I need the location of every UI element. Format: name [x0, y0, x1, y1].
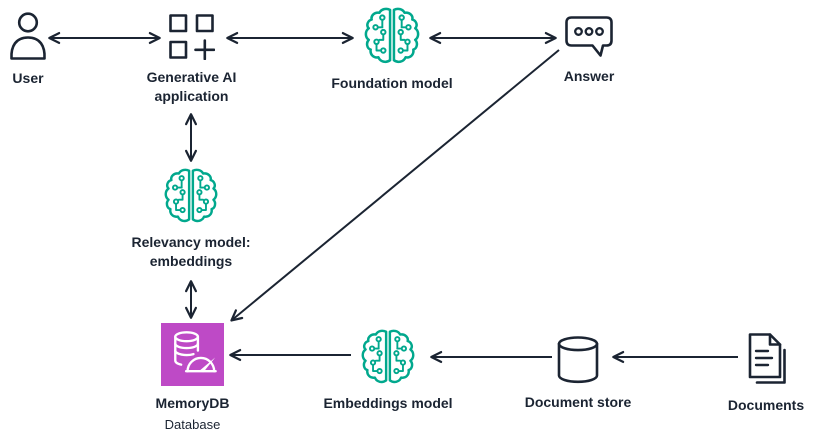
- node-document-store: Document store: [525, 335, 631, 410]
- node-label: Generative AI application: [146, 69, 237, 104]
- node-label: Answer: [563, 68, 615, 84]
- ai-brain-circuit-icon: [362, 6, 422, 66]
- node-label: Embeddings model: [323, 395, 453, 411]
- node-label: Foundation model: [331, 75, 453, 91]
- node-label: Document store: [524, 394, 632, 410]
- node-foundation-model: Foundation model: [331, 6, 453, 91]
- chat-bubble-icon: [565, 16, 613, 57]
- application-grid-plus-icon: [169, 14, 216, 61]
- node-documents: Documents: [728, 332, 804, 413]
- ai-brain-circuit-icon: [359, 328, 417, 386]
- documents-icon: [748, 333, 786, 384]
- memorydb-gauge-database-icon: [161, 323, 224, 386]
- node-label: MemoryDB Database: [155, 395, 230, 432]
- node-relevancy-model: Relevancy model: embeddings: [131, 167, 251, 269]
- node-user: User: [8, 11, 48, 86]
- node-sublabel: Database: [164, 417, 221, 432]
- user-icon: [10, 12, 46, 60]
- ai-brain-circuit-icon: [162, 167, 220, 225]
- node-label: User: [12, 70, 44, 86]
- node-genai-app: Generative AI application: [147, 13, 236, 104]
- node-answer: Answer: [564, 15, 614, 84]
- database-cylinder-icon: [557, 336, 599, 384]
- node-label: Documents: [727, 397, 805, 413]
- node-memorydb: MemoryDB Database: [156, 323, 229, 432]
- node-label: Relevancy model: embeddings: [131, 234, 251, 269]
- node-embeddings-model: Embeddings model: [323, 328, 453, 411]
- arrow-answer-memorydb: [230, 49, 560, 322]
